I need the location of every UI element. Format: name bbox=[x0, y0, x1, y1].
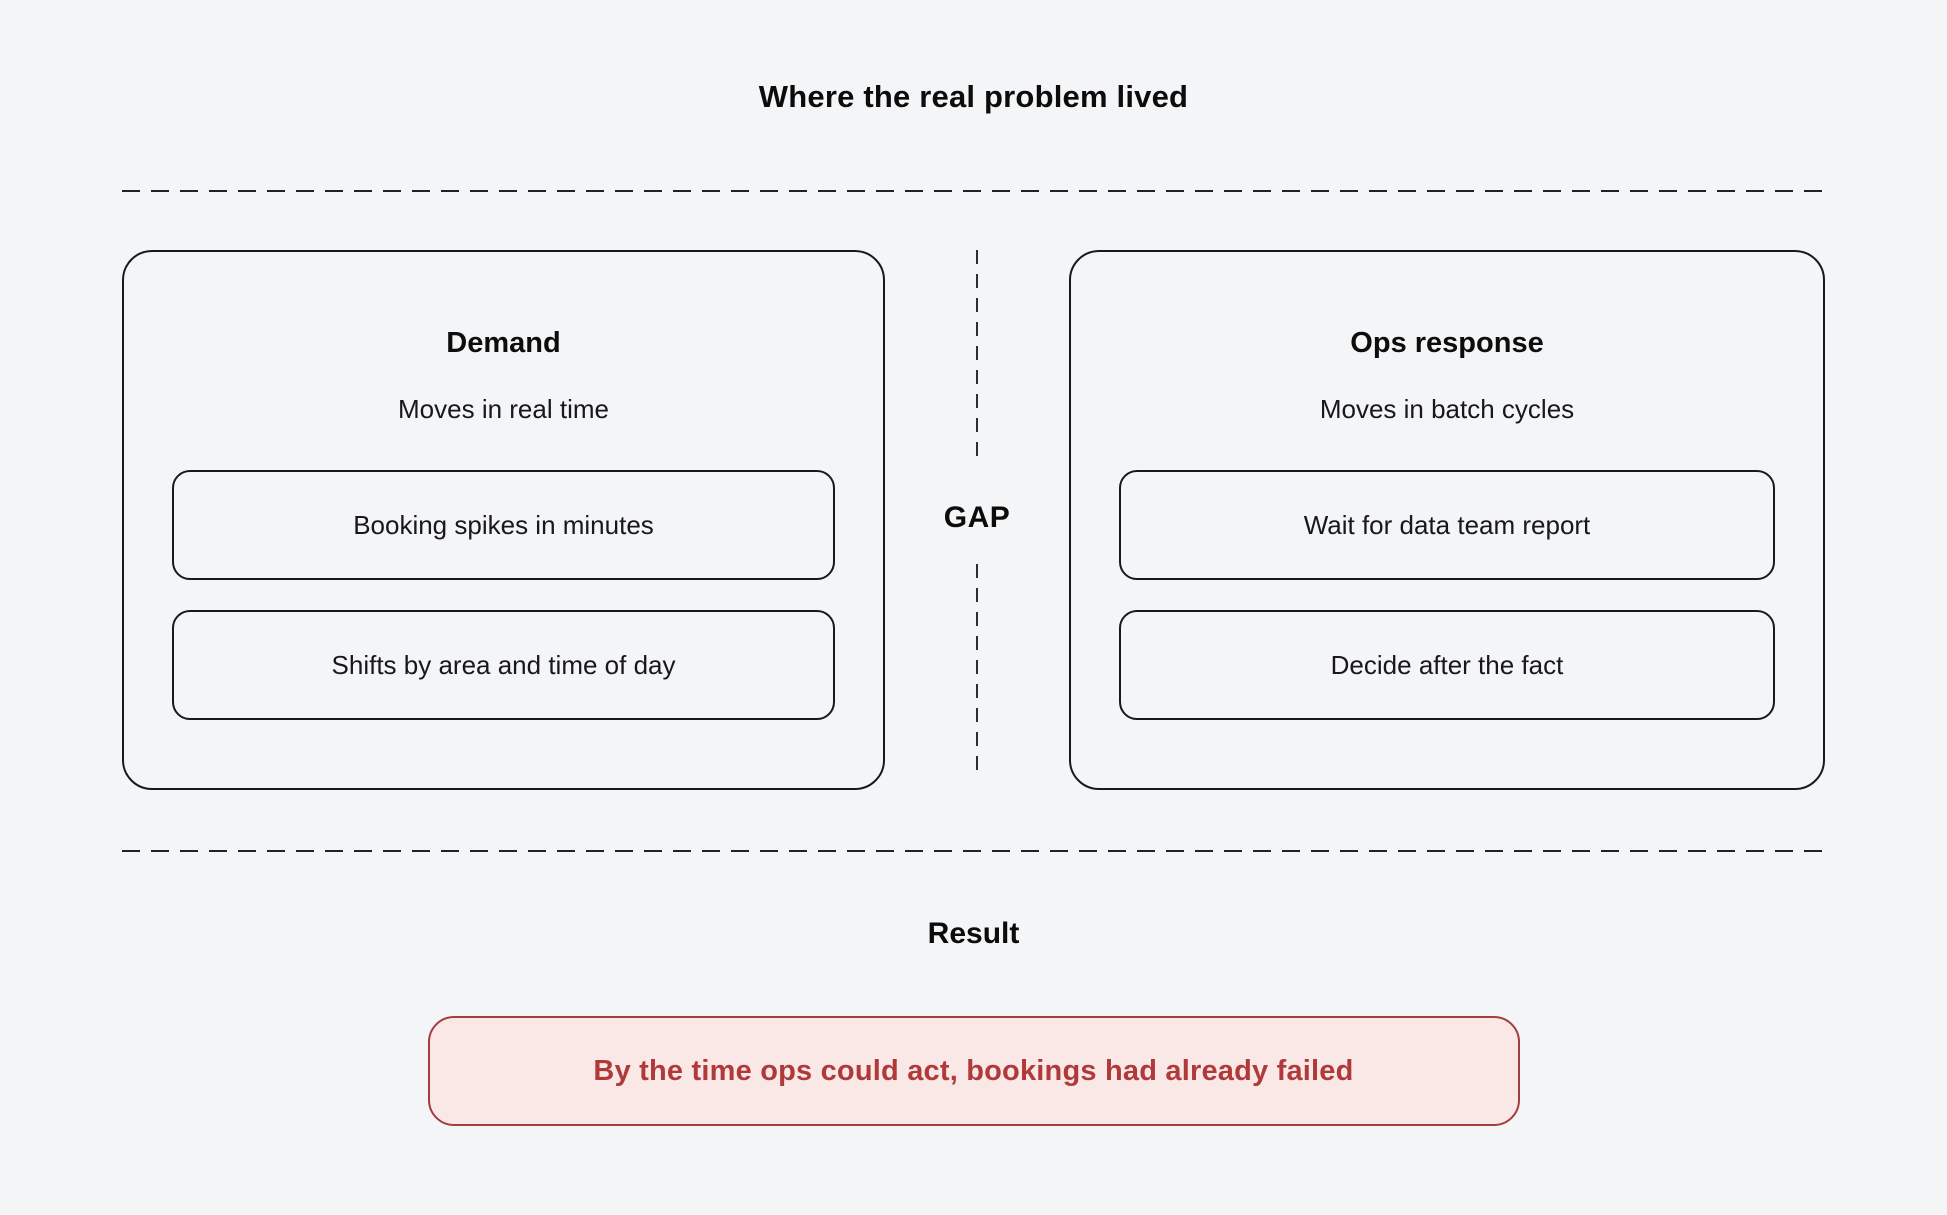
ops-card-subtitle: Moves in batch cycles bbox=[1319, 394, 1575, 424]
bottom-dashed-divider bbox=[122, 850, 1825, 852]
gap-dashed-line-top bbox=[976, 250, 978, 457]
ops-response-card: Ops response Moves in batch cycles Wait … bbox=[1069, 250, 1825, 790]
gap-label: GAP bbox=[943, 501, 1011, 534]
ops-item-wait-for-report: Wait for data team report bbox=[1119, 470, 1775, 580]
ops-card-title: Ops response bbox=[1350, 327, 1544, 359]
demand-item-shifts-by-area: Shifts by area and time of day bbox=[172, 610, 835, 720]
result-title: Result bbox=[927, 917, 1020, 950]
demand-card-subtitle: Moves in real time bbox=[398, 394, 609, 424]
gap-dashed-line-bottom bbox=[976, 564, 978, 771]
demand-card: Demand Moves in real time Booking spikes… bbox=[122, 250, 885, 790]
top-dashed-divider bbox=[122, 190, 1825, 192]
demand-card-title: Demand bbox=[446, 327, 561, 359]
ops-item-decide-after-fact: Decide after the fact bbox=[1119, 610, 1775, 720]
page-title: Where the real problem lived bbox=[758, 79, 1189, 114]
panels-row: Demand Moves in real time Booking spikes… bbox=[122, 250, 1825, 790]
result-callout: By the time ops could act, bookings had … bbox=[427, 1016, 1520, 1126]
demand-item-booking-spikes: Booking spikes in minutes bbox=[172, 470, 835, 580]
gap-column: GAP bbox=[885, 250, 1069, 790]
